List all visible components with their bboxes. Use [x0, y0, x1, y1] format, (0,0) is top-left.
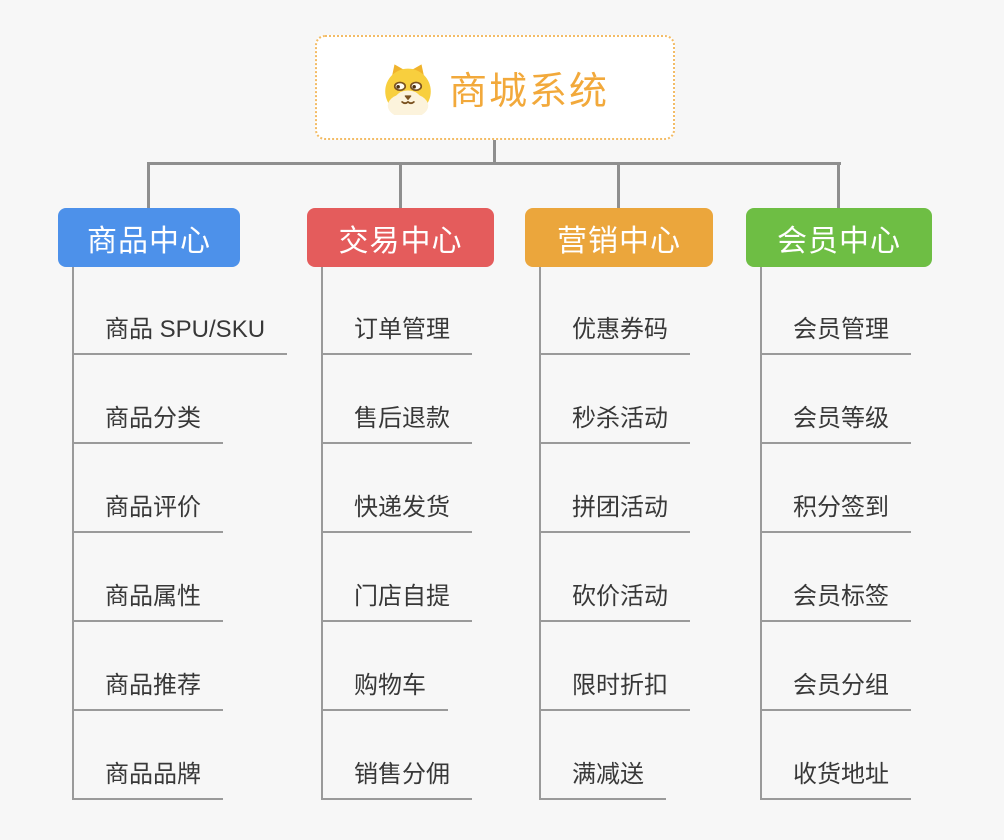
leaf-row: 会员等级: [762, 355, 932, 444]
leaf-row: 砍价活动: [541, 533, 713, 622]
leaf-row: 购物车: [323, 622, 494, 711]
leaf-node[interactable]: 积分签到: [762, 487, 911, 533]
leaf-node[interactable]: 销售分佣: [323, 754, 472, 800]
leaf-row: 限时折扣: [541, 622, 713, 711]
leaf-row: 优惠券码: [541, 267, 713, 355]
leaf-node[interactable]: 订单管理: [323, 309, 472, 355]
leaf-list-product: 商品 SPU/SKU 商品分类 商品评价 商品属性 商品推荐 商品品牌: [72, 267, 288, 800]
leaf-row: 会员管理: [762, 267, 932, 355]
root-node[interactable]: 商城系统: [315, 35, 675, 140]
leaf-row: 拼团活动: [541, 444, 713, 533]
leaf-node[interactable]: 商品 SPU/SKU: [74, 309, 288, 355]
leaf-node[interactable]: 商品分类: [74, 398, 223, 444]
leaf-node[interactable]: 商品推荐: [74, 665, 223, 711]
leaf-node[interactable]: 快递发货: [323, 487, 472, 533]
leaf-node[interactable]: 会员管理: [762, 309, 911, 355]
leaf-list-trade: 订单管理 售后退款 快递发货 门店自提 购物车 销售分佣: [321, 267, 494, 800]
leaf-row: 商品 SPU/SKU: [74, 267, 288, 355]
leaf-row: 满减送: [541, 711, 713, 800]
leaf-row: 商品属性: [74, 533, 240, 622]
leaf-row: 会员分组: [762, 622, 932, 711]
leaf-node[interactable]: 拼团活动: [541, 487, 690, 533]
branch-label: 商品中心: [87, 224, 211, 258]
leaf-row: 商品品牌: [74, 711, 240, 800]
leaf-node[interactable]: 会员等级: [762, 398, 911, 444]
leaf-row: 商品推荐: [74, 622, 240, 711]
leaf-node[interactable]: 砍价活动: [541, 576, 690, 622]
branch-marketing-center: 营销中心 优惠券码 秒杀活动 拼团活动 砍价活动 限时折扣 满减送: [525, 208, 713, 800]
leaf-row: 快递发货: [323, 444, 494, 533]
leaf-row: 销售分佣: [323, 711, 494, 800]
branch-header-trade[interactable]: 交易中心: [307, 208, 494, 267]
branch-label: 交易中心: [338, 224, 463, 258]
leaf-row: 订单管理: [323, 267, 494, 355]
dog-face-icon: [381, 61, 435, 115]
leaf-node[interactable]: 商品品牌: [74, 754, 223, 800]
branch-header-product[interactable]: 商品中心: [58, 208, 240, 267]
root-label: 商城系统: [448, 71, 609, 113]
leaf-list-marketing: 优惠券码 秒杀活动 拼团活动 砍价活动 限时折扣 满减送: [539, 267, 713, 800]
leaf-node[interactable]: 商品评价: [74, 487, 223, 533]
leaf-row: 门店自提: [323, 533, 494, 622]
leaf-node[interactable]: 商品属性: [74, 576, 223, 622]
leaf-row: 商品评价: [74, 444, 240, 533]
leaf-node[interactable]: 满减送: [541, 754, 666, 800]
branch-header-marketing[interactable]: 营销中心: [525, 208, 713, 267]
leaf-list-member: 会员管理 会员等级 积分签到 会员标签 会员分组 收货地址: [760, 267, 932, 800]
leaf-node[interactable]: 限时折扣: [541, 665, 690, 711]
leaf-row: 秒杀活动: [541, 355, 713, 444]
branch-header-member[interactable]: 会员中心: [746, 208, 932, 267]
leaf-node[interactable]: 秒杀活动: [541, 398, 690, 444]
leaf-row: 会员标签: [762, 533, 932, 622]
branch-product-center: 商品中心 商品 SPU/SKU 商品分类 商品评价 商品属性 商品推荐 商品品牌: [58, 208, 288, 800]
branch-trade-center: 交易中心 订单管理 售后退款 快递发货 门店自提 购物车 销售分佣: [307, 208, 494, 800]
leaf-node[interactable]: 优惠券码: [541, 309, 690, 355]
connector-root-stub: [493, 140, 496, 164]
leaf-node[interactable]: 售后退款: [323, 398, 472, 444]
leaf-row: 售后退款: [323, 355, 494, 444]
leaf-row: 收货地址: [762, 711, 932, 800]
leaf-node[interactable]: 门店自提: [323, 576, 472, 622]
connector-horizontal-bar: [147, 162, 841, 165]
connector-drop-member: [837, 162, 840, 210]
leaf-node[interactable]: 收货地址: [762, 754, 911, 800]
leaf-row: 积分签到: [762, 444, 932, 533]
leaf-node[interactable]: 会员标签: [762, 576, 911, 622]
connector-drop-marketing: [617, 162, 620, 210]
branch-label: 会员中心: [777, 224, 901, 258]
connector-drop-product: [147, 162, 150, 210]
leaf-node[interactable]: 购物车: [323, 665, 448, 711]
leaf-row: 商品分类: [74, 355, 240, 444]
branch-member-center: 会员中心 会员管理 会员等级 积分签到 会员标签 会员分组 收货地址: [746, 208, 932, 800]
branch-label: 营销中心: [557, 224, 681, 258]
connector-drop-trade: [399, 162, 402, 210]
leaf-node[interactable]: 会员分组: [762, 665, 911, 711]
